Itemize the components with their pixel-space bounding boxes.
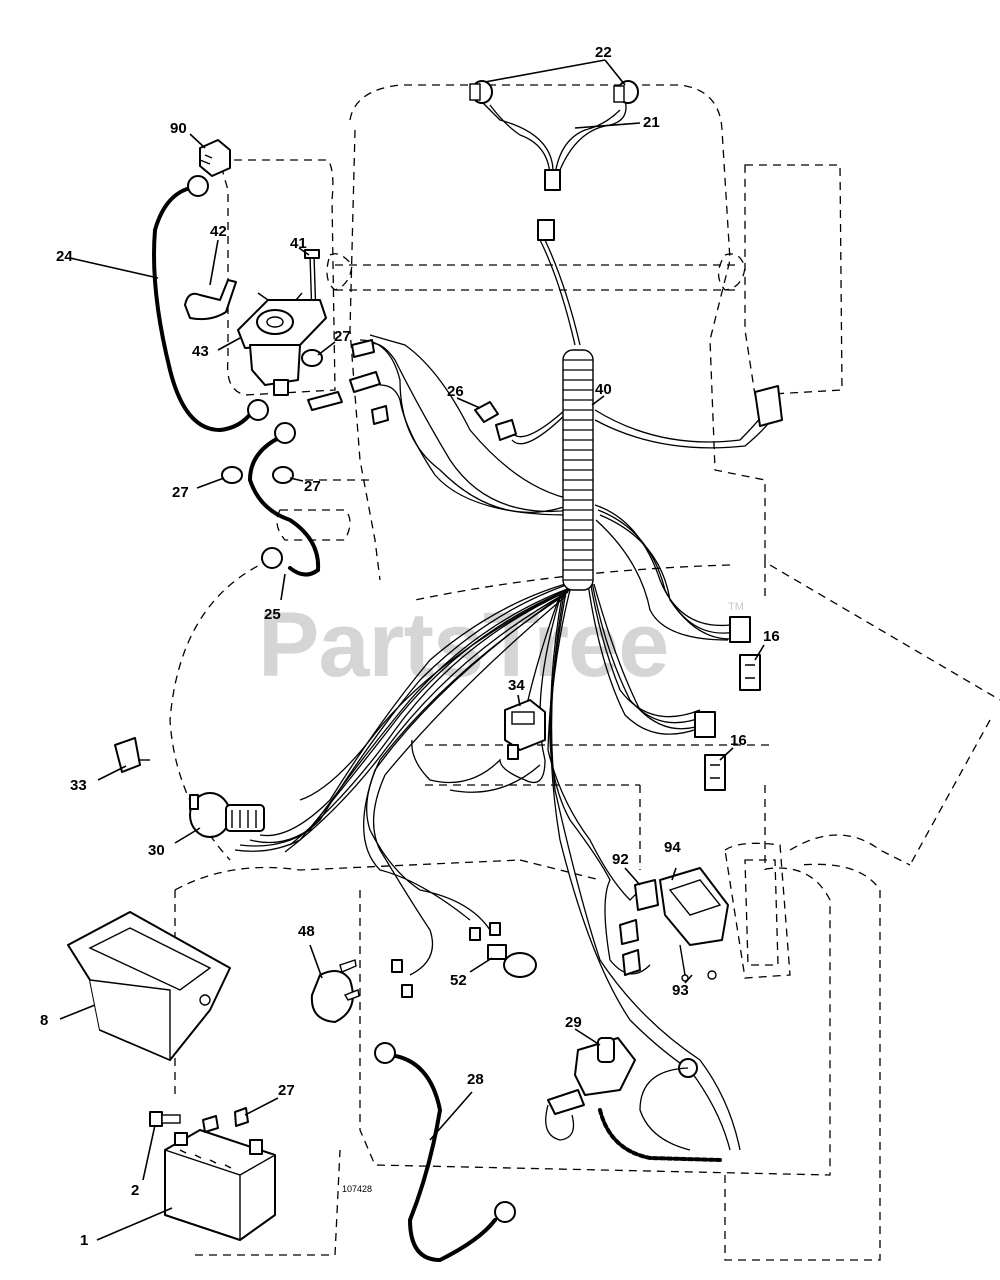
- callout-24: 24: [56, 248, 73, 265]
- solenoid-cable: [247, 433, 321, 577]
- callout-48: 48: [298, 923, 315, 940]
- callout-33: 33: [70, 777, 87, 794]
- starter-solenoid: [237, 292, 327, 396]
- battery-terminal-nut: [234, 1107, 249, 1127]
- headlight-right: [613, 80, 639, 104]
- connector-plug-lower: [704, 754, 726, 791]
- callout-42: 42: [210, 223, 227, 240]
- rocker-switch: [504, 699, 546, 751]
- harness-plug-right-lower: [694, 711, 716, 738]
- headlight-harness-connector: [544, 169, 561, 191]
- wire-bundle: [234, 99, 779, 1151]
- ground-cable-terminal: [187, 175, 209, 197]
- watermark-trademark: TM: [728, 601, 744, 613]
- callout-21: 21: [643, 114, 660, 131]
- socket-connector: [469, 927, 481, 941]
- coiled-cord-lead: [639, 1067, 691, 1151]
- ground-cable-terminal-lower: [247, 399, 269, 421]
- callout-90: 90: [170, 120, 187, 137]
- callout-27-upper: 27: [334, 328, 351, 345]
- callout-16-upper: 16: [763, 628, 780, 645]
- callout-94: 94: [664, 839, 681, 856]
- callout-27-battery: 27: [278, 1082, 295, 1099]
- callout-labels: 22 21 90 42 41 24 27 43 26 40 27 27 25 1…: [40, 44, 780, 1249]
- tail-lamp-connector-lower: [401, 984, 413, 998]
- callout-28: 28: [467, 1071, 484, 1088]
- battery-nut: [202, 1115, 219, 1133]
- switch-connector: [507, 744, 519, 760]
- ground-cable: [152, 186, 254, 433]
- socket-connector-alt: [489, 922, 501, 936]
- callout-25: 25: [264, 606, 281, 623]
- spade-connector: [351, 339, 375, 358]
- seat-switch: [619, 879, 659, 976]
- harness-front-connector: [537, 219, 555, 241]
- callout-27-left: 27: [172, 484, 189, 501]
- callout-16-lower: 16: [730, 732, 747, 749]
- safety-switch: [545, 1037, 636, 1141]
- battery-cable: [388, 1053, 497, 1263]
- callout-40: 40: [595, 381, 612, 398]
- callout-1: 1: [80, 1232, 88, 1249]
- hex-nut-right: [272, 466, 294, 484]
- callout-30: 30: [148, 842, 165, 859]
- coiled-cord: [598, 1108, 722, 1162]
- fuse: [474, 401, 499, 423]
- callout-43: 43: [192, 343, 209, 360]
- bulb-socket: [487, 944, 537, 978]
- callout-2: 2: [131, 1182, 139, 1199]
- leader-lines: [59, 59, 765, 1241]
- callout-26: 26: [447, 383, 464, 400]
- ignition-switch: [189, 792, 265, 838]
- bullet-connector: [349, 371, 381, 393]
- callout-92: 92: [612, 851, 629, 868]
- tail-lamp: [310, 959, 360, 1023]
- hex-nut-upper: [301, 349, 323, 367]
- harness-plug-right-rear: [754, 385, 783, 427]
- wire-loom-conduit: [562, 349, 594, 591]
- battery-bolt: [149, 1111, 181, 1127]
- harness-plug-right-upper: [729, 616, 751, 643]
- hex-nut-left: [221, 466, 243, 484]
- connector-plug-upper: [739, 654, 761, 691]
- headlight-left: [469, 80, 493, 104]
- fuse-holder: [495, 419, 517, 441]
- terminal-boot: [184, 279, 237, 321]
- ignition-key: [114, 737, 141, 773]
- battery-box: [67, 911, 231, 1062]
- pto-switch-assembly: [659, 867, 729, 982]
- battery-cable-terminal-lower: [494, 1201, 516, 1223]
- chassis-outline: [169, 84, 1000, 1261]
- partstree-watermark: PartsTree: [258, 594, 668, 696]
- battery: [164, 1129, 276, 1241]
- tail-lamp-connector: [391, 959, 403, 973]
- callout-8: 8: [40, 1012, 48, 1029]
- solenoid-cable-terminal-lower: [261, 547, 283, 569]
- callout-29: 29: [565, 1014, 582, 1031]
- ring-connector: [371, 405, 389, 425]
- solenoid-cable-terminal: [274, 422, 296, 444]
- callout-41: 41: [290, 235, 307, 252]
- callout-52: 52: [450, 972, 467, 989]
- relay-switch: [199, 139, 231, 177]
- callout-93: 93: [672, 982, 689, 999]
- callout-34: 34: [508, 677, 525, 694]
- bolt-head: [304, 249, 320, 259]
- battery-cable-terminal: [374, 1042, 396, 1064]
- terminal-screw: [307, 391, 343, 411]
- callout-22: 22: [595, 44, 612, 61]
- drawing-number: 107428: [342, 1184, 372, 1194]
- callout-27-right: 27: [304, 478, 321, 495]
